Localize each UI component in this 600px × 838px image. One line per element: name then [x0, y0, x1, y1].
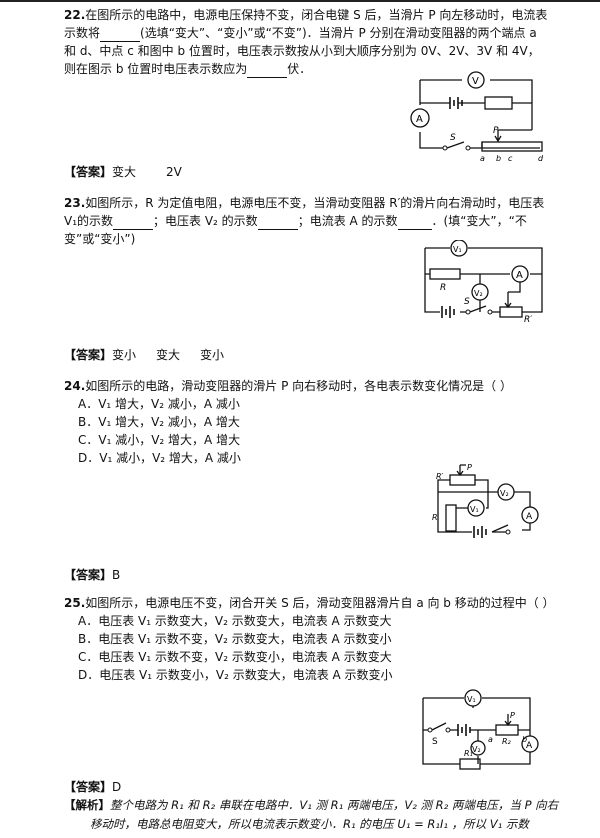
svg-text:a: a — [480, 154, 485, 162]
svg-text:V₂: V₂ — [500, 489, 509, 498]
svg-text:R′: R′ — [436, 472, 444, 481]
q25-analysis-line2: 移动时，电路总电阻变大，所以电流表示数变小．R₁ 的电压 U₁ = R₁I₁ ，… — [90, 817, 529, 831]
svg-text:c: c — [508, 154, 513, 162]
q24-options: A．V₁ 增大，V₂ 减小，A 减小 B．V₁ 增大，V₂ 减小，A 增大 C．… — [78, 395, 241, 467]
q23-answer: 【答案】变小变大变小 — [64, 348, 225, 362]
q22-number: 22. — [64, 8, 86, 22]
q23-blank-1 — [113, 217, 154, 230]
q22-blank-2 — [247, 65, 288, 78]
svg-text:V₂: V₂ — [474, 289, 483, 298]
q25-analysis: 【解析】整个电路为 R₁ 和 R₂ 串联在电路中．V₁ 测 R₁ 两端电压，V₂… — [64, 796, 574, 834]
svg-text:b: b — [522, 735, 527, 744]
q23-voltmeter-v2-icon — [471, 283, 489, 301]
q22-voltmeter-icon — [467, 71, 485, 89]
q23-blank-2 — [257, 217, 298, 230]
svg-text:A: A — [526, 741, 533, 751]
svg-text:A: A — [416, 114, 423, 125]
svg-text:S: S — [464, 297, 470, 307]
svg-text:d: d — [538, 154, 544, 162]
q23-line1: 23.如图所示，R 为定值电阻，电源电压不变，当滑动变阻器 R′的滑片向右滑动时… — [64, 196, 545, 210]
svg-text:V: V — [472, 76, 479, 87]
svg-text:A: A — [526, 512, 533, 522]
q24-circuit-diagram: V₂ V₁ A R′ P R — [432, 463, 539, 538]
question-23: 23.如图所示，R 为定值电阻，电源电压不变，当滑动变阻器 R′的滑片向右滑动时… — [64, 194, 569, 248]
q22-line2: 示数将(选填“变大”、“变小”或“不变”)．当滑片 P 分别在滑动变阻器的两个端… — [64, 26, 537, 42]
q23-line3: 变”或“变小”) — [64, 232, 136, 246]
q24-voltmeter-v2-icon — [497, 483, 515, 501]
q24-ammeter-icon — [521, 506, 539, 524]
q25-options: A．电压表 V₁ 示数变大，V₂ 示数变大，电流表 A 示数变大 B．电压表 V… — [78, 612, 393, 684]
q22-line4: 则在图示 b 位置时电压表示数应为伏． — [64, 62, 312, 78]
svg-text:b: b — [496, 154, 501, 162]
q22-ammeter-icon — [410, 108, 430, 128]
svg-text:P: P — [467, 463, 472, 472]
svg-text:S: S — [432, 737, 438, 747]
q22-switch-icon — [446, 141, 465, 149]
svg-text:a: a — [488, 735, 493, 744]
question-25: 25.如图所示，电源电压不变，闭合开关 S 后，滑动变阻器滑片自 a 向 b 移… — [64, 596, 555, 610]
svg-text:P: P — [493, 126, 499, 136]
svg-text:R: R — [432, 513, 438, 522]
q24-voltmeter-v1-icon — [467, 499, 485, 517]
q25-answer: 【答案】D — [64, 780, 122, 794]
svg-text:V₂: V₂ — [472, 745, 481, 754]
q25-voltmeter-v2-icon — [470, 740, 486, 756]
question-22: 22.在图所示的电路中，电源电压保持不变，闭合电键 S 后，当滑片 P 向左移动… — [64, 6, 569, 78]
svg-text:R₂: R₂ — [502, 737, 512, 746]
q25-number: 25. — [64, 596, 86, 610]
q25-voltmeter-v1-icon — [464, 689, 482, 707]
svg-text:R₁: R₁ — [464, 749, 473, 758]
q24-option-a: A．V₁ 增大，V₂ 减小，A 减小 — [78, 397, 240, 411]
svg-text:V₁: V₁ — [470, 505, 479, 514]
q24-option-b: B．V₁ 增大，V₂ 减小，A 增大 — [78, 415, 240, 429]
q23-switch-icon — [469, 305, 487, 313]
q25-option-d: D．电压表 V₁ 示数变小，V₂ 示数变大，电流表 A 示数变小 — [78, 668, 393, 682]
q23-line2: V₁的示数；电压表 V₂ 的示数；电流表 A 的示数．(填“变大”，“不 — [64, 214, 527, 230]
q23-ammeter-icon — [511, 265, 529, 283]
svg-text:V₁: V₁ — [467, 695, 476, 704]
q23-number: 23. — [64, 196, 86, 210]
q23-voltmeter-v1-icon — [450, 240, 468, 257]
q24-option-d: D．V₁ 减小，V₂ 增大，A 减小 — [78, 451, 241, 465]
svg-text:S: S — [450, 133, 456, 143]
page-top-rule — [0, 0, 600, 2]
svg-text:A: A — [516, 270, 523, 281]
svg-text:R: R — [440, 283, 446, 293]
q24-answer: 【答案】B — [64, 568, 121, 582]
q25-option-b: B．电压表 V₁ 示数不变，V₂ 示数变大，电流表 A 示数变小 — [78, 632, 392, 646]
q24-switch-icon — [491, 524, 509, 533]
q23-circuit-diagram: V₁ A V₂ R R′ S — [424, 240, 543, 325]
q22-line1: 22.在图所示的电路中，电源电压保持不变，闭合电键 S 后，当滑片 P 向左移动… — [64, 8, 548, 22]
q25-option-a: A．电压表 V₁ 示数变大，V₂ 示数变大，电流表 A 示数变大 — [78, 614, 392, 628]
q22-blank-1 — [100, 29, 141, 42]
svg-text:P: P — [510, 711, 515, 720]
q25-switch-icon — [431, 722, 447, 731]
svg-text:R′: R′ — [524, 315, 532, 325]
q23-blank-3 — [397, 217, 432, 230]
q25-analysis-line1: 【解析】整个电路为 R₁ 和 R₂ 串联在电路中．V₁ 测 R₁ 两端电压，V₂… — [64, 798, 559, 812]
q22-circuit-diagram: V A S P a b c d — [410, 71, 544, 162]
q24-option-c: C．V₁ 减小，V₂ 增大，A 增大 — [78, 433, 241, 447]
q25-circuit-diagram: V₁ V₂ A S P a b R₂ R₁ — [422, 689, 539, 770]
q24-number: 24. — [64, 379, 86, 393]
svg-text:V₁: V₁ — [453, 245, 462, 254]
q25-option-c: C．电压表 V₁ 示数不变，V₂ 示数变小，电流表 A 示数变大 — [78, 650, 392, 664]
question-24: 24.如图所示的电路，滑动变阻器的滑片 P 向右移动时，各电表示数变化情况是（ … — [64, 379, 512, 393]
q22-line3: 和 d、中点 c 和图中 b 位置时，电压表示数按从小到大顺序分别为 0V、2V… — [64, 44, 540, 58]
q25-ammeter-icon — [521, 735, 539, 753]
